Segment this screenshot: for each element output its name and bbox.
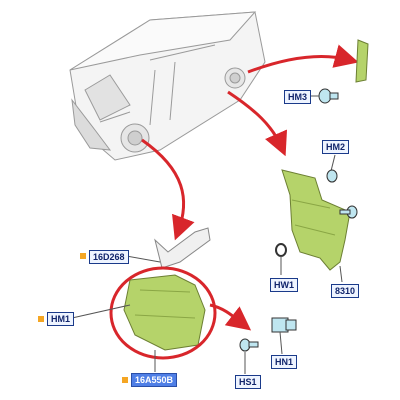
- rear-clip-part: [355, 39, 369, 83]
- hm3-fastener: [318, 88, 339, 104]
- highlight-circle: [109, 266, 217, 360]
- label-hn1[interactable]: HN1: [271, 355, 298, 369]
- arrow-to-mud-flap-bracket: [227, 90, 288, 157]
- hn1-nut: [271, 317, 297, 333]
- rear-bolt: [339, 205, 358, 219]
- label-hw1[interactable]: HW1: [270, 278, 298, 292]
- label-hm1[interactable]: HM1: [47, 312, 75, 326]
- hm2-fastener: [326, 169, 338, 183]
- label-hm2[interactable]: HM2: [322, 140, 350, 154]
- label-16d268[interactable]: 16D268: [89, 250, 129, 264]
- arrow-to-rear-clip: [247, 44, 359, 74]
- label-8310[interactable]: 8310: [331, 284, 360, 298]
- splash-shield-bracket: [154, 227, 211, 269]
- bullet-hm1: [38, 316, 44, 322]
- bullet-16d268: [80, 253, 86, 259]
- front-splash-shield: [123, 274, 206, 351]
- label-16a550b[interactable]: 16A550B: [131, 373, 178, 387]
- bullet-16a550b: [122, 377, 128, 383]
- label-hs1[interactable]: HS1: [235, 375, 261, 389]
- label-hm3[interactable]: HM3: [284, 90, 312, 104]
- hs1-screw: [239, 338, 259, 352]
- arrow-to-front-splash-shield: [141, 138, 195, 241]
- van-illustration: [69, 11, 266, 161]
- hw1-washer: [275, 243, 287, 275]
- rear-mud-flap-bracket: [281, 169, 351, 271]
